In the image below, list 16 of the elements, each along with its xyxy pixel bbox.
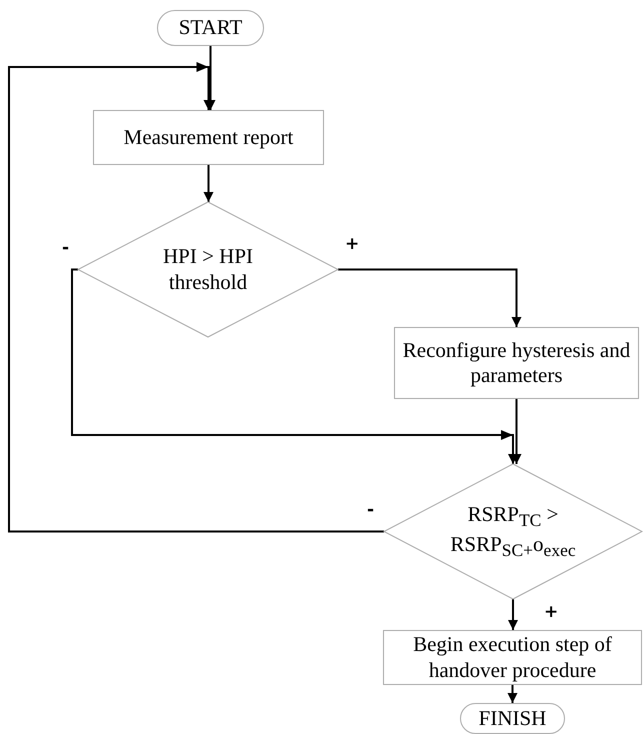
node-text: RSRP$_{TC}$ > RSRP$_{SC+}$o$_{exec}$ [449, 502, 577, 561]
node-text: Reconfigure hysteresis and parameters [402, 338, 632, 388]
process-box [394, 327, 639, 399]
node-text: HPI > HPI threshold [162, 244, 254, 295]
node-text: Begin execution step of handover procedure [412, 632, 613, 683]
arrow [512, 399, 522, 464]
arrow [338, 268, 522, 327]
node-text: FINISH [478, 706, 546, 732]
arrow [8, 62, 384, 532]
process-box [383, 630, 642, 685]
node-text: Measurement report [124, 124, 294, 150]
process-box [93, 110, 324, 165]
arrow [508, 685, 518, 703]
arrow [204, 165, 214, 202]
node-text: START [178, 15, 242, 41]
arrow [508, 599, 518, 630]
